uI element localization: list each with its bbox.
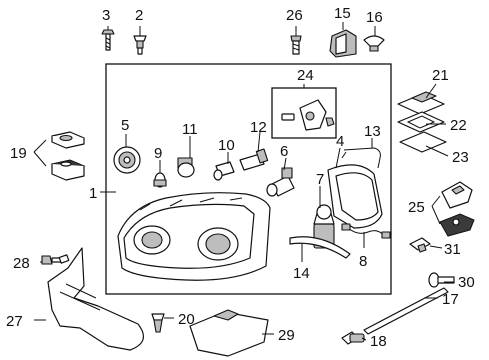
callout-26: 26 [286, 7, 303, 24]
rod-part-17 [363, 287, 449, 335]
callout-22: 22 [450, 117, 467, 134]
callout-11: 11 [182, 121, 198, 138]
callout-28: 28 [13, 255, 30, 272]
gasket-part-22 [397, 111, 445, 133]
bolt-part-26 [290, 35, 302, 55]
bracket-part-19a [51, 131, 85, 149]
harness-part-8 [341, 223, 391, 239]
callout-12: 12 [250, 119, 267, 136]
bulb-part-10 [213, 161, 235, 181]
housing-cover-part-4 [327, 164, 383, 229]
callout-14: 14 [293, 265, 310, 282]
callout-23: 23 [452, 149, 469, 166]
bolt-part-30 [428, 272, 455, 288]
callout-18: 18 [370, 333, 387, 350]
bolt-part-3 [101, 29, 115, 51]
callout-6: 6 [280, 143, 288, 160]
cap-part-15 [329, 29, 357, 58]
headlamp-part-1 [117, 192, 271, 281]
callout-10: 10 [218, 137, 235, 154]
callout-17: 17 [442, 291, 459, 308]
screw-part-2 [133, 35, 147, 55]
bulb-part-9 [153, 172, 167, 188]
callout-30: 30 [458, 274, 475, 291]
callout-27: 27 [6, 313, 23, 330]
module-part-21 [397, 91, 445, 115]
callout-15: 15 [334, 5, 351, 22]
callout-8: 8 [359, 253, 367, 270]
callout-25: 25 [408, 199, 425, 216]
cover-cap-part-5 [113, 146, 141, 174]
callout-3: 3 [102, 7, 110, 24]
shield-part-29 [189, 309, 269, 357]
callout-13: 13 [364, 123, 381, 140]
callout-19: 19 [10, 145, 27, 162]
clip-part-20 [151, 313, 165, 333]
callout-21: 21 [432, 67, 449, 84]
callout-24: 24 [297, 67, 314, 84]
shield-part-27 [47, 247, 145, 351]
callout-labels: 3 2 26 15 16 24 21 22 23 5 11 12 9 10 6 … [6, 5, 475, 350]
leader-lines [33, 22, 454, 341]
callout-2: 2 [135, 7, 143, 24]
headlamp-assembly-frame [105, 63, 392, 295]
bracket-part-25a [441, 181, 473, 209]
bulb-part-11 [177, 157, 195, 178]
fitting-part-18 [341, 331, 365, 345]
bracket-part-24 [281, 99, 335, 131]
callout-16: 16 [366, 9, 383, 26]
callout-7: 7 [316, 171, 324, 188]
cover-part-23 [399, 131, 447, 153]
callout-1: 1 [89, 185, 97, 202]
callout-9: 9 [154, 145, 162, 162]
spring-clip-part-13 [341, 147, 381, 169]
socket-part-12 [239, 148, 269, 171]
bulb-part-6 [266, 167, 295, 197]
bracket-part-19b [50, 159, 86, 181]
callout-29: 29 [278, 327, 295, 344]
clip-part-16 [363, 35, 385, 52]
callout-5: 5 [121, 117, 129, 134]
seal-part-14 [289, 236, 351, 259]
callout-31: 31 [444, 241, 461, 258]
callout-20: 20 [178, 311, 195, 328]
bracket-part-25b [439, 213, 475, 237]
callout-4: 4 [336, 133, 344, 150]
clip-part-31 [409, 237, 431, 253]
